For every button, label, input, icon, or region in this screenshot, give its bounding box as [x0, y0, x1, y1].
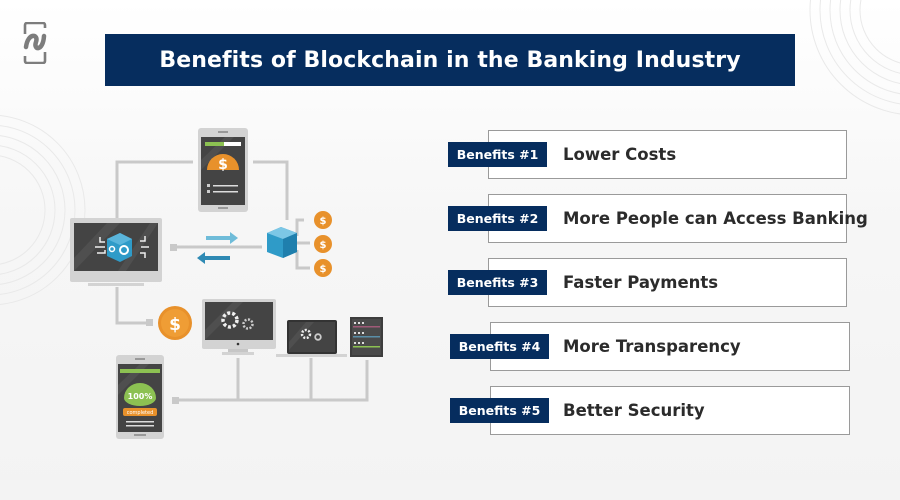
benefit-card [490, 322, 850, 371]
gear-icon [242, 318, 254, 330]
benefit-card [488, 130, 847, 179]
svg-text:$: $ [320, 240, 327, 251]
gear-icon [314, 333, 322, 341]
benefit-item-4: Benefits #4 More Transparency [450, 322, 850, 371]
coin-icon: $ [314, 211, 332, 229]
svg-text:$: $ [320, 216, 327, 227]
benefit-label: More Transparency [563, 337, 741, 356]
svg-text:$: $ [169, 315, 181, 335]
connector-lines [115, 160, 369, 402]
status-text: completed [127, 410, 154, 416]
page-title: Benefits of Blockchain in the Banking In… [159, 47, 741, 73]
smartphone-icon: 100% completed [116, 355, 164, 439]
coin-icon: $ [314, 235, 332, 253]
benefit-item-3: Benefits #3 Faster Payments [448, 258, 847, 307]
svg-text:$: $ [320, 264, 327, 275]
benefit-card [488, 194, 847, 243]
desktop-monitor-icon [202, 299, 276, 355]
benefit-item-5: Benefits #5 Better Security [450, 386, 850, 435]
arrow-left-icon [197, 252, 230, 264]
connector-node [170, 244, 177, 251]
benefit-label: Better Security [563, 401, 705, 420]
currency-symbol: $ [218, 157, 228, 173]
benefit-tag: Benefits #2 [448, 206, 547, 231]
benefit-tag: Benefits #4 [450, 334, 549, 359]
benefit-tag: Benefits #3 [448, 270, 547, 295]
benefit-label: More People can Access Banking [563, 209, 868, 228]
benefit-tag: Benefits #1 [448, 142, 547, 167]
benefit-card [490, 386, 850, 435]
coin-icon: $ [314, 259, 332, 277]
gear-icon [300, 328, 312, 340]
progress-percent: 100% [128, 392, 153, 401]
benefit-card [488, 258, 847, 307]
benefit-label: Faster Payments [563, 273, 719, 292]
connector-node [172, 397, 179, 404]
benefit-label: Lower Costs [563, 145, 677, 164]
coin-icon: $ [158, 306, 192, 340]
blockchain-cube-icon [267, 227, 297, 258]
gear-icon [119, 245, 129, 255]
title-banner: Benefits of Blockchain in the Banking In… [105, 34, 795, 86]
benefit-tag: Benefits #5 [450, 398, 549, 423]
n-logo-icon [23, 22, 47, 64]
laptop-icon [276, 320, 347, 357]
monitor-icon [70, 218, 162, 286]
server-icon [350, 317, 383, 357]
connector-node [146, 319, 153, 326]
benefit-item-1: Benefits #1 Lower Costs [448, 130, 847, 179]
smartphone-icon: $ [198, 128, 248, 212]
gear-icon [221, 311, 239, 329]
arrow-right-icon [206, 232, 238, 244]
benefit-item-2: Benefits #2 More People can Access Banki… [448, 194, 868, 243]
